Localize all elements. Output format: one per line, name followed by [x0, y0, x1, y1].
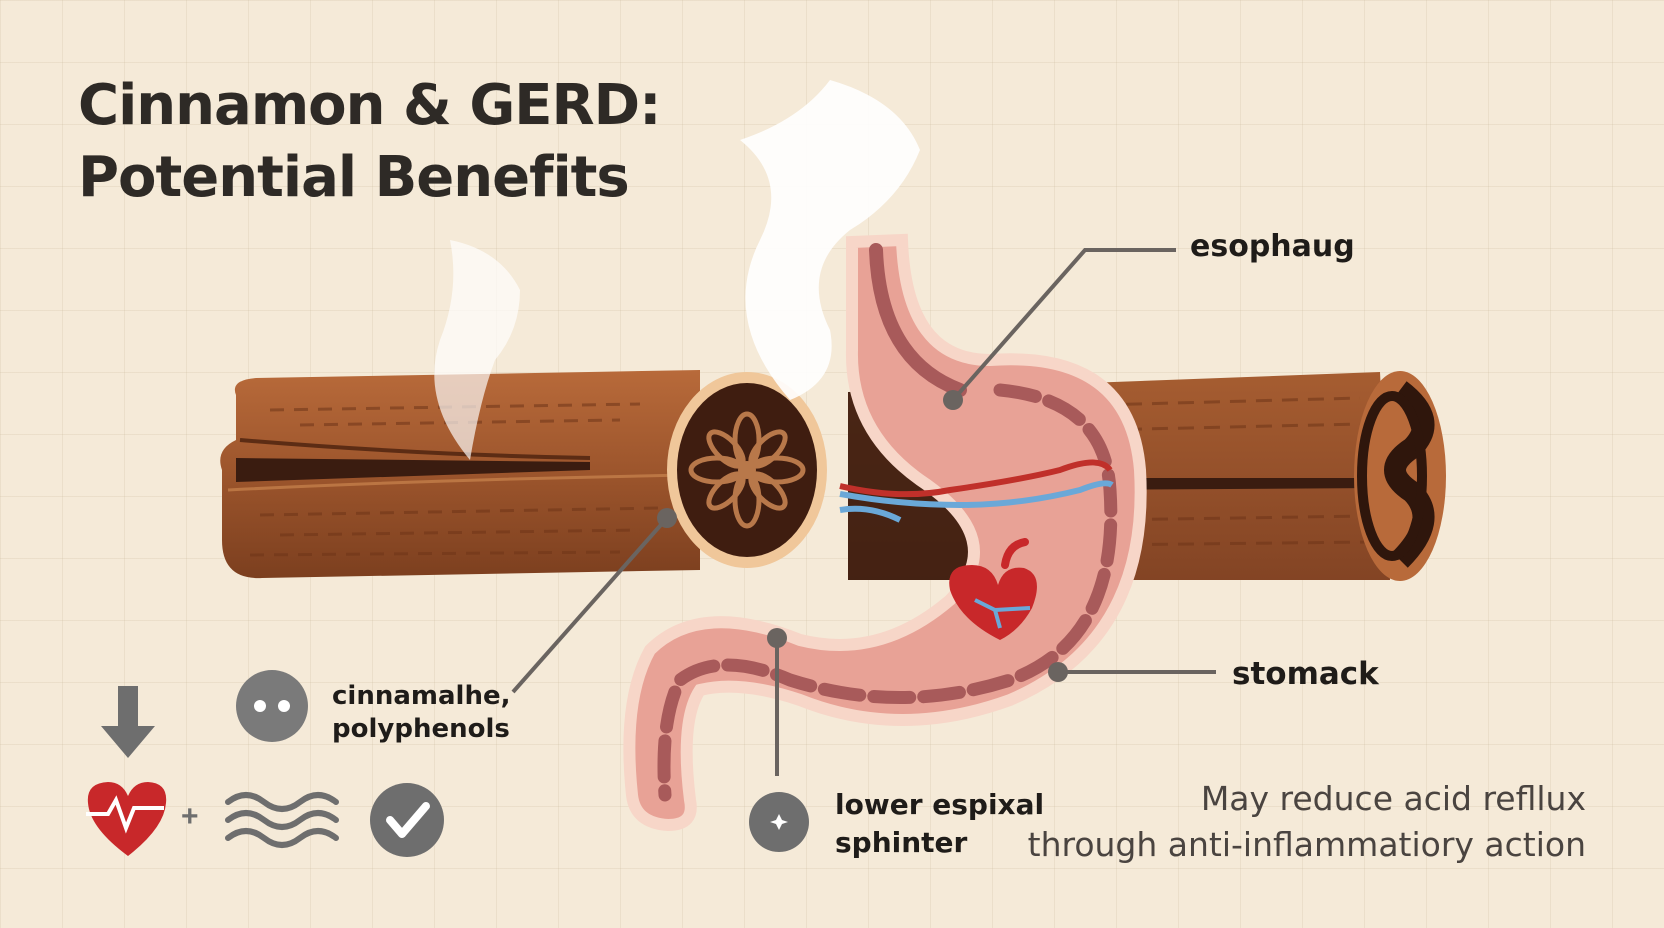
- benefit-line-1: May reduce acid refllux: [1200, 779, 1586, 818]
- sphincter-label: lower espixal sphinter: [835, 786, 1044, 862]
- dots-circle-icon: [236, 670, 308, 742]
- cinnamon-stick-left: [220, 370, 827, 579]
- stomach-label: stomack: [1232, 656, 1379, 692]
- waves-icon: [225, 792, 339, 848]
- esophagus-label: esophaug: [1190, 229, 1355, 264]
- compounds-label-line-1: cinnamalhe,: [332, 681, 511, 711]
- plus-symbol: +: [181, 800, 199, 833]
- page-title: Cinnamon & GERD: Potential Benefits: [78, 70, 662, 214]
- callout-dots: [657, 390, 1068, 682]
- title-line-2: Potential Benefits: [78, 145, 630, 210]
- sphincter-label-line-2: sphinter: [835, 826, 968, 859]
- sphincter-label-line-1: lower espixal: [835, 788, 1045, 821]
- title-line-1: Cinnamon & GERD:: [78, 73, 662, 138]
- benefit-line-2: through anti-inflammatiory action: [1027, 825, 1586, 864]
- compounds-label-line-2: polyphenols: [332, 714, 510, 744]
- benefit-text: May reduce acid refllux through anti-inf…: [1028, 776, 1586, 868]
- stomach-diagram: [623, 233, 1147, 832]
- sparkle-circle-icon: [749, 792, 809, 852]
- callout-lines: [511, 248, 1216, 776]
- heart-pulse-icon: [86, 782, 167, 856]
- compounds-label: cinnamalhe, polyphenols: [332, 680, 510, 746]
- down-arrow-icon: [101, 686, 155, 758]
- checkmark-icon: [370, 783, 444, 857]
- steam-icon: [434, 80, 920, 460]
